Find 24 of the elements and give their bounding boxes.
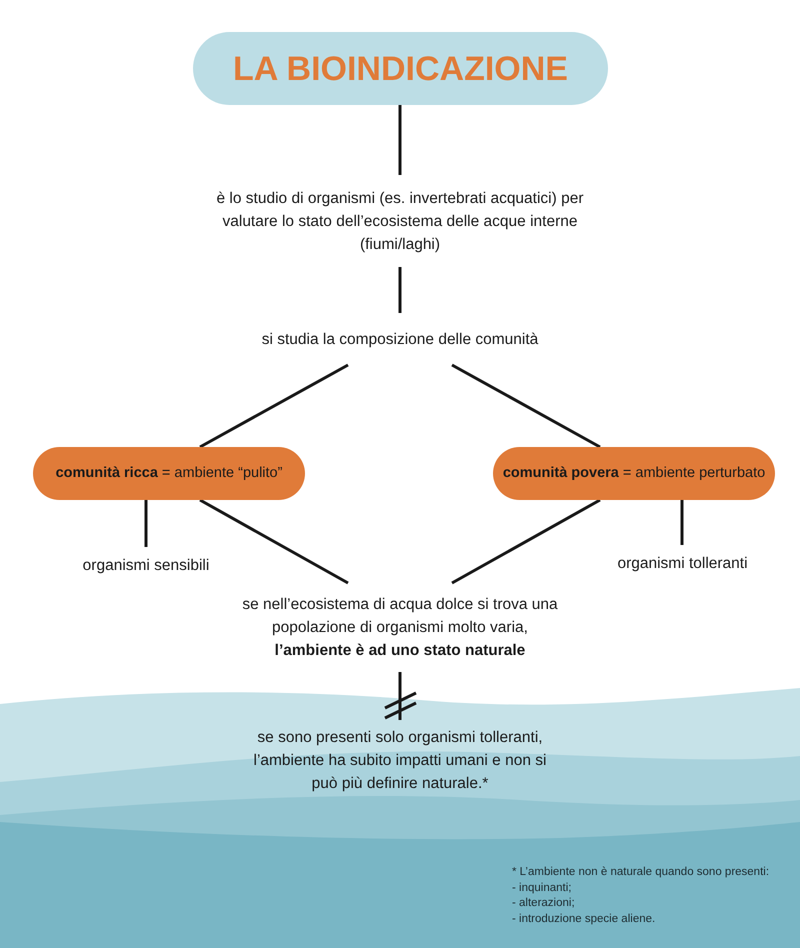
footnote-text: * L’ambiente non è naturale quando sono presenti:: [512, 866, 770, 878]
description-text: [33, 447, 305, 500]
pill-text: comunità povera = ambiente perturbato: [502, 464, 766, 483]
connector-line: [398, 105, 402, 175]
result-text: organismi tolleranti: [617, 554, 748, 574]
connector-line: [680, 500, 684, 545]
connector-line: [451, 364, 601, 448]
title-text: LA BIOINDICAZIONE: [233, 48, 568, 88]
conclusion-text: se sono presenti solo organismi tolleranti, l’ambiente ha subito impatti umani e non si può più definire naturale.*: [252, 728, 548, 794]
connector-line: [398, 267, 402, 313]
description-text: è lo studio di organismi (es. invertebrati acquatici) per valutare lo stato dell’ecosistema delle acque interne (fiumi/laghi): [215, 188, 584, 254]
footnote-text: - inquinanti;: [512, 882, 572, 894]
connector-line: [398, 672, 402, 720]
result-text: organismi sensibili: [82, 556, 210, 576]
footnote-text: - alterazioni;: [512, 897, 575, 909]
connector-line: [199, 364, 349, 448]
step-text: [493, 447, 775, 500]
conclusion-text: se nell’ecosistema di acqua dolce si trova una popolazione di organismi molto varia, l’ambiente è ad uno stato naturale: [241, 595, 559, 661]
step-text: si studia la composizione delle comunità: [262, 330, 538, 350]
footnote-text: - introduzione specie aliene.: [512, 912, 656, 924]
connector-line: [144, 500, 148, 547]
pill-text: comunità ricca = ambiente “pulito”: [56, 464, 282, 483]
connector-line: [199, 498, 349, 584]
connector-line: [451, 498, 601, 584]
